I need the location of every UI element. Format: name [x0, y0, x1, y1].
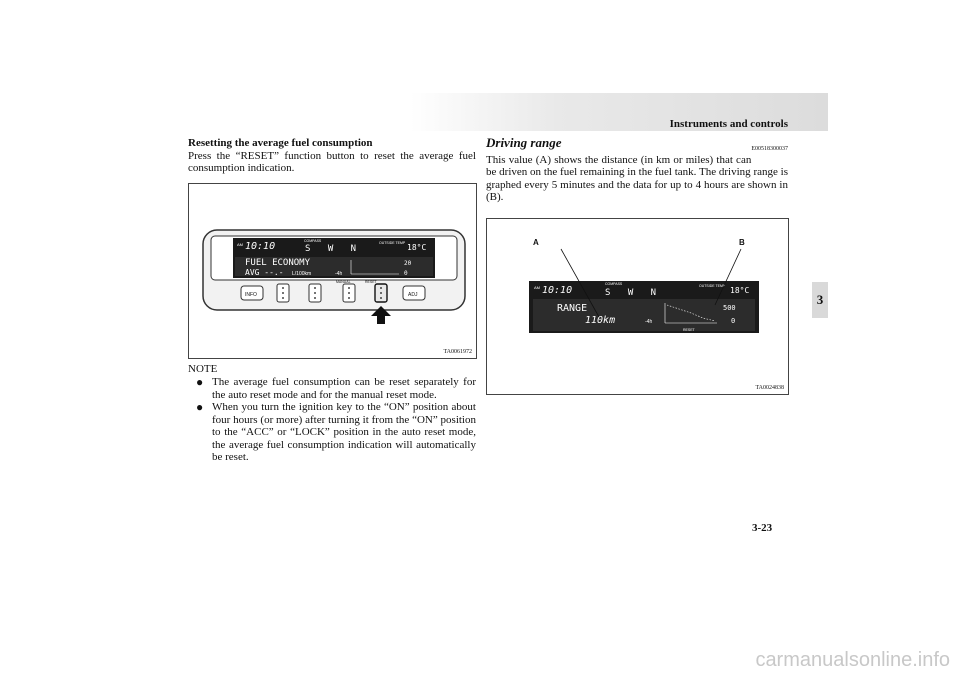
callout-b-leader: [714, 248, 742, 306]
up-arrow-icon: [371, 306, 391, 324]
callout-a-leader: [560, 248, 600, 318]
range-readout: 110km: [585, 315, 615, 326]
outside-temp-label: OUTSIDE TEMP: [379, 241, 406, 245]
adj-button-label: ADJ: [408, 292, 418, 298]
display-line1: FUEL ECONOMY: [245, 258, 311, 268]
note-bullets: ● The average fuel consumption can be re…: [196, 376, 476, 464]
driving-range-figure: A B AM 10:10 COMPASS S W N OUTSIDE TEMP …: [486, 218, 789, 395]
list-item: ● When you turn the ignition key to the …: [196, 400, 476, 463]
temp-readout: 18°C: [730, 286, 749, 295]
range-display-illustration: A B AM 10:10 COMPASS S W N OUTSIDE TEMP …: [529, 238, 759, 333]
left-column: Resetting the average fuel consumption P…: [188, 137, 476, 175]
display-line2: AVG --.-: [245, 268, 284, 277]
section-heading: Driving range: [486, 135, 562, 150]
display-line1: RANGE: [557, 303, 587, 314]
am-label: AM: [237, 242, 243, 247]
bullet-icon: ●: [196, 375, 204, 389]
section-heading: Resetting the average fuel consumption: [188, 137, 373, 149]
figure-code: TA0061972: [443, 349, 472, 355]
figure-code: TA0024838: [755, 385, 784, 391]
hours-label: -4h: [335, 271, 342, 277]
hours-label: -4h: [645, 319, 652, 325]
range-graph-line: [666, 304, 716, 322]
right-column: Driving range E00518300037 This value (A…: [486, 135, 788, 204]
scale-top: 20: [404, 260, 412, 267]
bullet-icon: ●: [196, 400, 204, 414]
manual-label: MANUAL: [336, 280, 351, 284]
unit-label: L/100km: [292, 271, 311, 277]
body-paragraph: Press the “RESET” function button to res…: [188, 149, 476, 175]
header-band: [410, 93, 828, 131]
compass-label: COMPASS: [304, 239, 322, 243]
note-label: NOTE: [188, 363, 218, 375]
chapter-tab: 3: [812, 282, 828, 318]
callout-a: A: [533, 238, 539, 247]
reset-label: RESET: [365, 280, 378, 284]
body-paragraph: This value (A) shows the distance (in km…: [486, 153, 788, 204]
reset-label: RESET: [683, 328, 696, 332]
am-label: AM: [534, 285, 540, 290]
compass-label: COMPASS: [605, 282, 623, 286]
temp-readout: 18°C: [407, 243, 426, 252]
info-button-label: INFO: [245, 292, 257, 298]
scale-bottom: 0: [404, 270, 408, 277]
clock-readout: 10:10: [542, 285, 572, 296]
clock-readout: 10:10: [245, 241, 275, 252]
fuel-economy-figure: AM 10:10 COMPASS S W N OUTSIDE TEMP 18°C…: [188, 183, 477, 359]
display-panel-illustration: AM 10:10 COMPASS S W N OUTSIDE TEMP 18°C…: [202, 229, 466, 324]
scale-bottom: 0: [731, 317, 735, 325]
compass-heading: S W N: [305, 244, 362, 254]
running-header: Instruments and controls: [669, 118, 788, 130]
list-item: ● The average fuel consumption can be re…: [196, 375, 476, 401]
callout-b: B: [739, 238, 745, 247]
compass-heading: S W N: [605, 288, 662, 298]
section-code: E00518300037: [751, 146, 788, 152]
outside-temp-label: OUTSIDE TEMP: [699, 284, 726, 288]
watermark: carmanualsonline.info: [755, 649, 950, 671]
page-number: 3-23: [752, 522, 773, 534]
scale-top: 500: [723, 304, 736, 312]
